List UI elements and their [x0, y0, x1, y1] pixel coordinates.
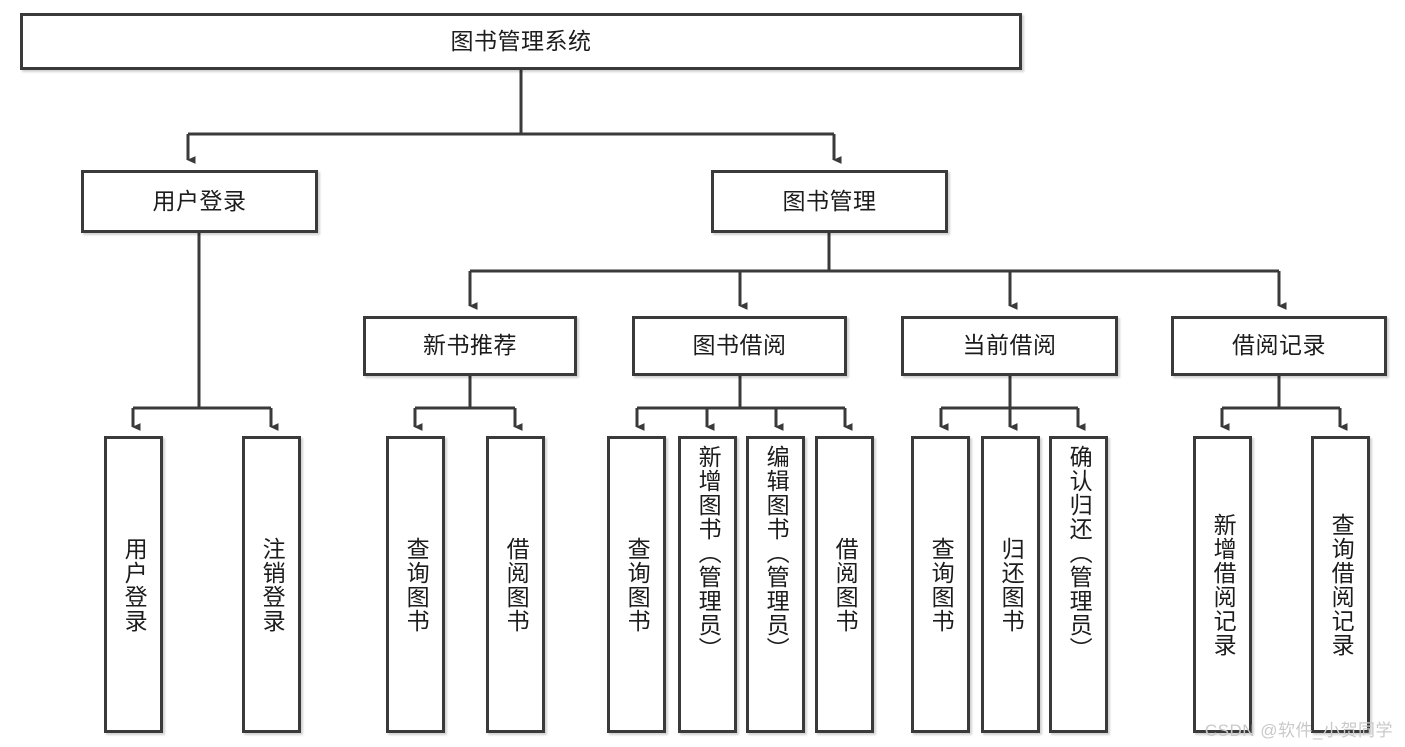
leaf-user-login-signin[interactable]: 用户登录 [104, 436, 163, 733]
node-current-borrow[interactable]: 当前借阅 [901, 316, 1118, 376]
leaf-label: 查询图书 [403, 536, 430, 633]
leaf-current-confirm-return-admin[interactable]: 确认归还（管理员） [1049, 436, 1108, 733]
node-label: 图书借阅 [692, 332, 787, 359]
node-label: 图书管理 [782, 187, 877, 214]
node-book-borrow[interactable]: 图书借阅 [632, 316, 847, 376]
node-label: 当前借阅 [962, 332, 1057, 359]
leaf-label: 查询图书 [624, 536, 651, 633]
node-borrow-record[interactable]: 借阅记录 [1171, 316, 1387, 376]
leaf-label: 借阅图书 [503, 536, 530, 633]
leaf-label: 查询借阅记录 [1328, 512, 1355, 657]
leaf-record-add-record[interactable]: 新增借阅记录 [1193, 436, 1252, 733]
leaf-label: 确认归还（管理员） [1066, 445, 1093, 661]
node-new-book-recommend[interactable]: 新书推荐 [363, 316, 577, 376]
leaf-label: 新增图书（管理员） [695, 445, 722, 661]
leaf-current-return-book[interactable]: 归还图书 [981, 436, 1040, 733]
node-label: 图书管理系统 [450, 27, 592, 54]
leaf-label: 查询图书 [928, 536, 955, 633]
node-book-management[interactable]: 图书管理 [711, 170, 948, 233]
leaf-user-login-signout[interactable]: 注销登录 [242, 436, 301, 733]
node-root-system[interactable]: 图书管理系统 [20, 13, 1022, 70]
node-user-login[interactable]: 用户登录 [81, 170, 318, 233]
leaf-borrow-edit-book-admin[interactable]: 编辑图书（管理员） [746, 436, 805, 733]
leaf-label: 注销登录 [259, 536, 286, 633]
leaf-recommend-borrow-book[interactable]: 借阅图书 [486, 436, 545, 733]
leaf-label: 编辑图书（管理员） [763, 445, 790, 661]
leaf-recommend-query-book[interactable]: 查询图书 [386, 436, 445, 733]
leaf-current-query-book[interactable]: 查询图书 [911, 436, 970, 733]
csdn-watermark: CSDN @软件_小贺同学 [1204, 721, 1393, 740]
leaf-record-query-record[interactable]: 查询借阅记录 [1311, 436, 1370, 733]
leaf-label: 借阅图书 [832, 536, 859, 633]
leaf-label: 归还图书 [998, 536, 1025, 633]
node-label: 新书推荐 [423, 332, 517, 359]
node-label: 用户登录 [152, 187, 247, 214]
leaf-borrow-borrow-book[interactable]: 借阅图书 [815, 436, 874, 733]
leaf-borrow-add-book-admin[interactable]: 新增图书（管理员） [678, 436, 737, 733]
leaf-label: 新增借阅记录 [1210, 512, 1237, 657]
leaf-label: 用户登录 [121, 536, 148, 633]
node-label: 借阅记录 [1232, 332, 1326, 359]
leaf-borrow-query-book[interactable]: 查询图书 [607, 436, 666, 733]
